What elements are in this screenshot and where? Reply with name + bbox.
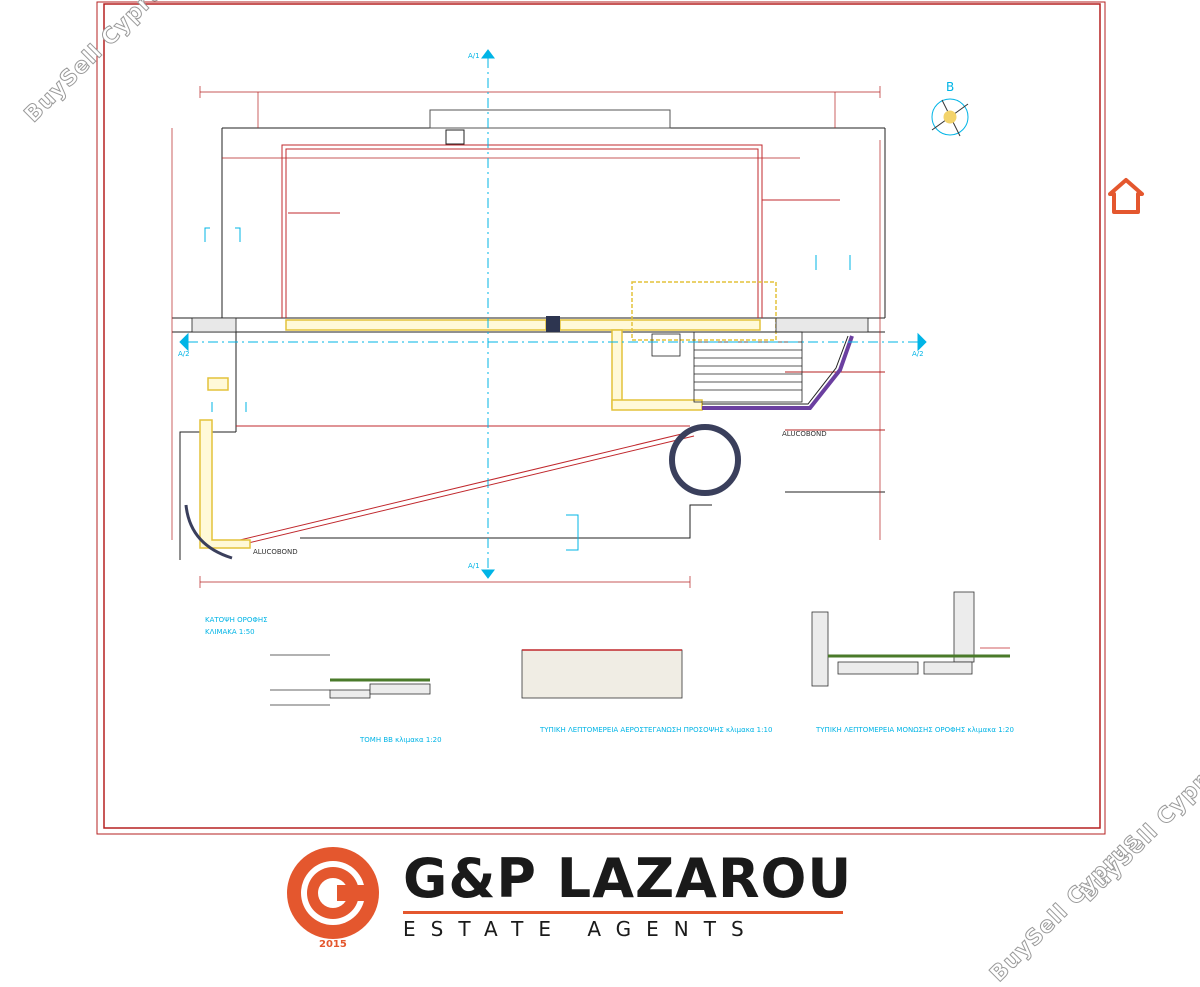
floor-plan-drawing	[96, 1, 1106, 835]
column	[546, 316, 560, 332]
drawing-title: ΚΑΤΟΨΗ ΟΡΟΦΗΣ	[205, 616, 268, 624]
detail-insulation	[811, 591, 1010, 687]
staircase	[693, 331, 803, 403]
building-outline	[172, 109, 886, 560]
section-mark-a1-bottom: A/1	[468, 562, 480, 570]
home-icon[interactable]	[1106, 176, 1146, 216]
curved-cladding	[702, 335, 854, 410]
section-mark-a1-top: A/1	[468, 52, 480, 60]
material-label-1: ALUCOBOND	[253, 548, 298, 556]
logo-year: 2015	[319, 939, 347, 950]
sheet-border	[96, 1, 1106, 835]
curved-corner	[184, 504, 233, 560]
logo-divider	[403, 911, 843, 914]
axis-lines	[188, 58, 918, 570]
drawing-scale: ΚΛΙΜΑΚΑ 1:50	[205, 628, 255, 636]
detail-title-2: ΤΥΠΙΚΗ ΛΕΠΤΟΜΕΡΕΙΑ ΑΕΡΟΣΤΕΓΑΝΩΣΗ ΠΡΟΣΟΨΗ…	[540, 726, 773, 734]
glazing-band	[199, 281, 777, 549]
detail-title-3: ΤΥΠΙΚΗ ΛΕΠΤΟΜΕΡΕΙΑ ΜΟΝΩΣΗΣ ΟΡΟΦΗΣ κλιμακ…	[816, 726, 1014, 734]
round-column	[669, 424, 741, 496]
company-logo: 2015 G&P LAZAROU ESTATE AGENTS	[285, 845, 855, 955]
detail-roof-section	[270, 654, 431, 706]
copyright-c-icon	[287, 847, 379, 939]
section-mark-a2-right: A/2	[912, 350, 924, 358]
interior-walls	[236, 144, 840, 545]
logo-name: G&P LAZAROU	[403, 847, 853, 910]
logo-tagline: ESTATE AGENTS	[403, 917, 759, 941]
detail-facade	[521, 649, 683, 699]
section-mark-a2-left: A/2	[178, 350, 190, 358]
material-label-2: ALUCOBOND	[782, 430, 827, 438]
dimension-lines	[171, 86, 881, 588]
north-compass	[931, 98, 969, 137]
north-label: B	[946, 80, 955, 94]
detail-title-1: ΤΟΜΗ ΒΒ κλιμακα 1:20	[360, 736, 442, 744]
concrete-wall-stubs	[191, 317, 869, 333]
section-markers	[179, 49, 927, 579]
